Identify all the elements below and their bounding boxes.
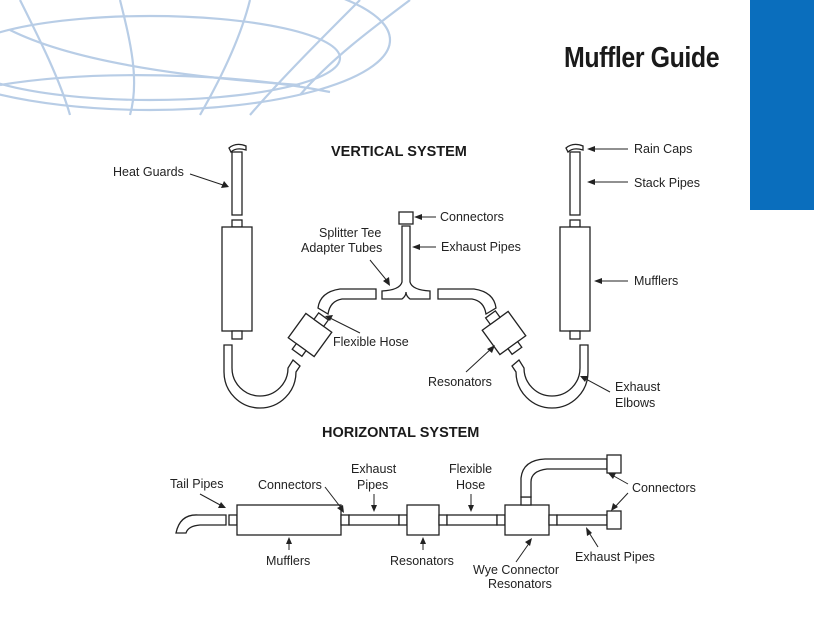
- resonator-connector-right: [438, 514, 448, 526]
- label-exhaust-vertical: Exhaust: [615, 380, 661, 394]
- resonator-connector-left: [398, 514, 408, 526]
- right-lower-connector: [569, 330, 581, 340]
- label-resonators-horizontal: Resonators: [390, 554, 454, 568]
- label-resonators-vertical: Resonators: [428, 375, 492, 389]
- wye-connector-resonator: [504, 504, 550, 536]
- wye-connector-top: [520, 496, 532, 506]
- left-resonator: [287, 311, 333, 358]
- label-stack-pipes: Stack Pipes: [634, 176, 700, 190]
- wye-connector-left: [496, 514, 506, 526]
- label-connectors-vertical: Connectors: [440, 210, 504, 224]
- arrow-connectors-horizontal: [324, 486, 343, 510]
- label-connectors-right: Connectors: [632, 481, 696, 495]
- left-upper-connector: [231, 219, 243, 228]
- label-tail-pipes: Tail Pipes: [170, 477, 224, 491]
- right-rain-cap: [565, 143, 584, 154]
- label-wye-connector: Wye Connector: [473, 563, 559, 577]
- right-upper-connector: [569, 219, 581, 228]
- end-connector-upper: [606, 454, 622, 474]
- left-exhaust-elbow: [223, 344, 301, 409]
- right-stack-assembly: [437, 143, 591, 409]
- label-splitter-tee: Splitter Tee: [319, 226, 381, 240]
- horizontal-resonator: [406, 504, 440, 536]
- blue-side-tab: [750, 0, 814, 210]
- label-exhaust-horizontal: Exhaust: [351, 462, 397, 476]
- muffler-connector: [340, 514, 350, 526]
- exhaust-pipe-1: [348, 514, 400, 526]
- label-adapter-tubes: Adapter Tubes: [301, 241, 382, 255]
- arrow-heat-guards: [189, 173, 227, 187]
- label-exhaust-pipes-vertical: Exhaust Pipes: [441, 240, 521, 254]
- right-resonator: [481, 309, 527, 356]
- label-mufflers-horizontal: Mufflers: [266, 554, 310, 568]
- label-rain-caps: Rain Caps: [634, 142, 692, 156]
- arrow-connectors-lower: [613, 492, 629, 509]
- label-pipes-horizontal: Pipes: [357, 478, 388, 492]
- tail-pipe: [175, 514, 227, 534]
- label-wye-resonators: Resonators: [488, 577, 552, 591]
- label-flexible-hose-vertical: Flexible Hose: [333, 335, 409, 349]
- label-hose: Hose: [456, 478, 485, 492]
- arrow-exhaust-elbows: [583, 377, 611, 393]
- arrow-connectors-upper: [611, 474, 629, 485]
- globe-graphic: [0, 0, 411, 116]
- horizontal-muffler: [236, 504, 342, 536]
- arrow-flexible-hose-vertical: [329, 317, 361, 334]
- label-elbows-vertical: Elbows: [615, 396, 655, 410]
- left-stack-pipe: [231, 151, 243, 216]
- label-connectors-horizontal: Connectors: [258, 478, 322, 492]
- left-exhaust-pipe-elbow: [317, 288, 377, 316]
- flexible-hose-horizontal: [446, 514, 498, 526]
- label-flexible: Flexible: [449, 462, 492, 476]
- right-exhaust-elbow: [511, 344, 589, 409]
- arrow-tail-pipes: [199, 493, 223, 507]
- right-muffler: [559, 226, 591, 332]
- label-mufflers-vertical: Mufflers: [634, 274, 678, 288]
- left-heat-guard-cap: [228, 143, 247, 154]
- splitter-tee-assembly: [381, 211, 431, 300]
- left-muffler: [221, 226, 253, 332]
- arrow-resonators-vertical: [465, 347, 493, 373]
- vertical-system-title: VERTICAL SYSTEM: [331, 144, 467, 160]
- right-stack-pipe: [569, 151, 581, 216]
- upper-exhaust-pipe: [520, 458, 608, 498]
- horizontal-system-title: HORIZONTAL SYSTEM: [322, 425, 479, 441]
- wye-connector-right: [548, 514, 558, 526]
- label-exhaust-pipes-horizontal: Exhaust Pipes: [575, 550, 655, 564]
- splitter-tee: [381, 225, 431, 300]
- right-exhaust-pipe-elbow: [437, 288, 497, 316]
- label-heat-guards: Heat Guards: [113, 165, 184, 179]
- arrowhead-heat-guards: [221, 181, 229, 188]
- arrow-wye-connector: [515, 541, 531, 563]
- end-connector-lower: [606, 510, 622, 530]
- center-connector: [398, 211, 414, 225]
- left-stack-assembly: [221, 143, 377, 409]
- page-title: Muffler Guide: [564, 42, 720, 74]
- exhaust-pipe-2: [556, 514, 608, 526]
- horizontal-assembly: [175, 454, 622, 536]
- left-lower-connector: [231, 330, 243, 340]
- arrow-adapter-tubes: [369, 259, 389, 283]
- tail-connector: [228, 514, 238, 526]
